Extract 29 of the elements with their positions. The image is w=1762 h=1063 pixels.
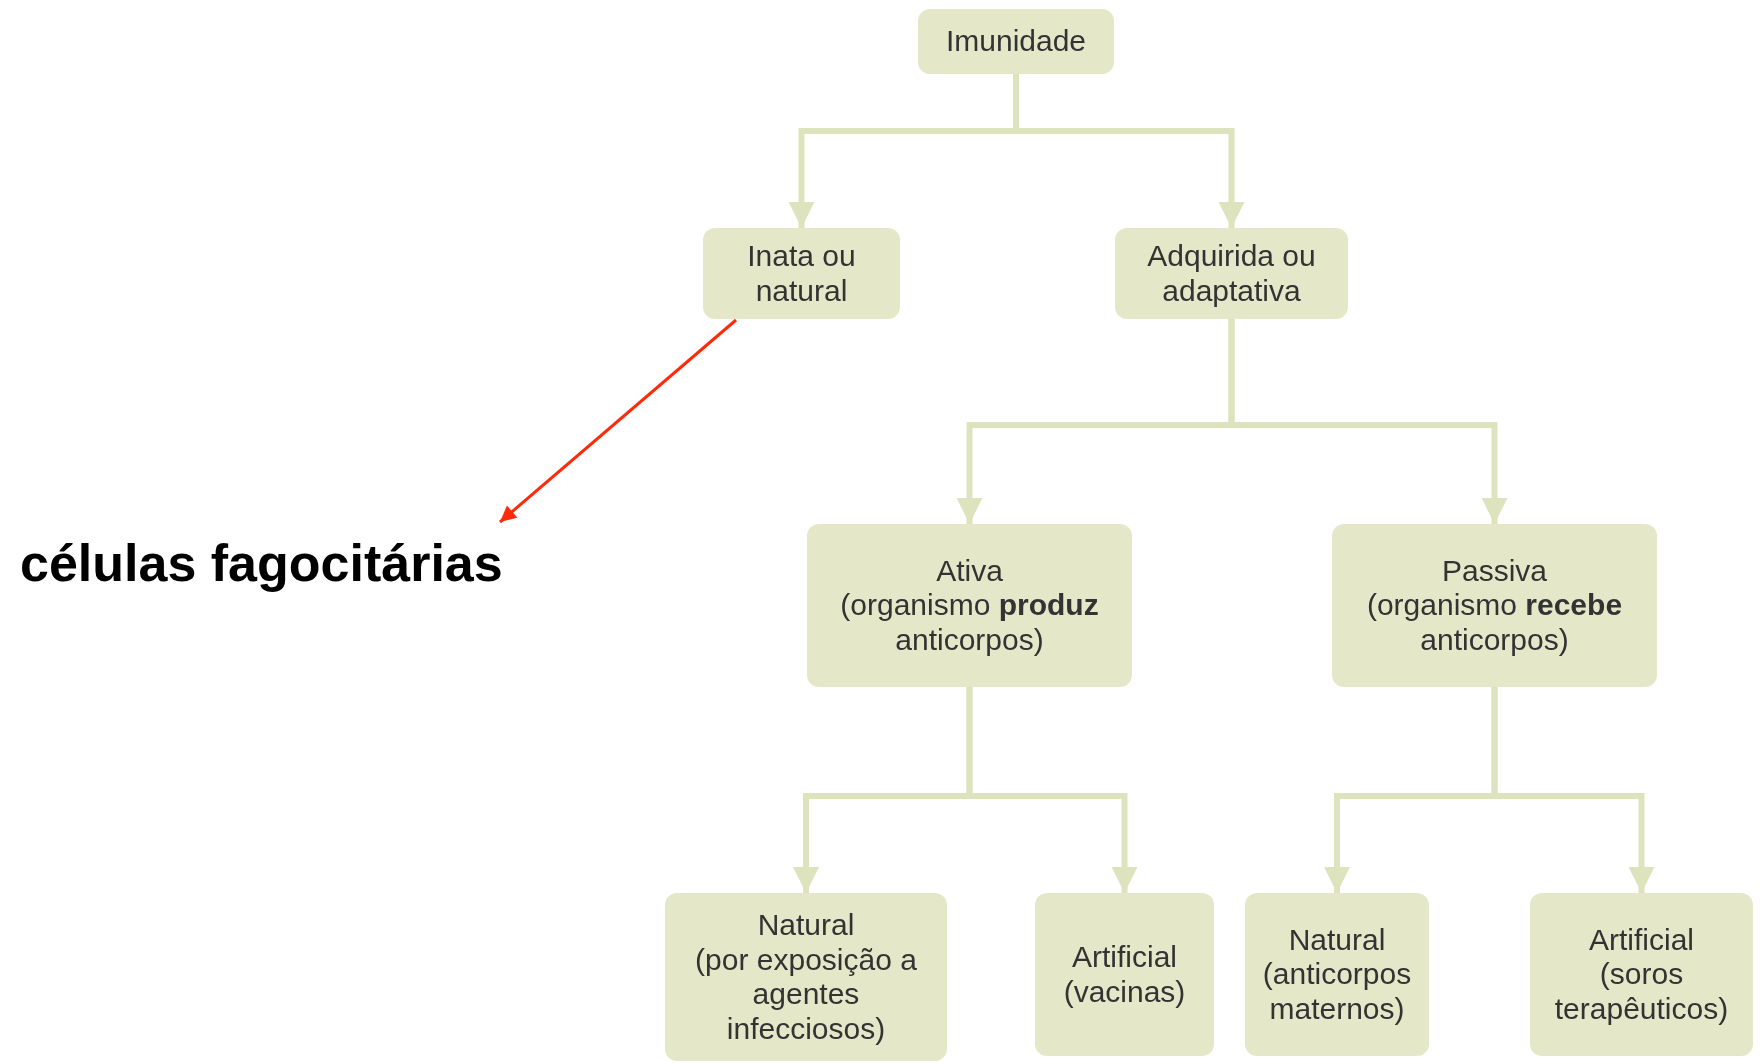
connector-arrow	[1491, 687, 1655, 893]
box-text: (vacinas)	[1063, 974, 1186, 1009]
category-box	[665, 893, 947, 1061]
connector-arrow	[1228, 319, 1508, 524]
box-heading: Passiva	[1441, 553, 1547, 589]
leader-arrow	[499, 318, 737, 524]
category-box	[1115, 228, 1348, 319]
category-box	[1245, 893, 1429, 1056]
category-box	[918, 9, 1114, 74]
box-text: Imunidade	[945, 24, 1087, 59]
category-box	[1332, 524, 1657, 687]
box-text: (organismo produz anticorpos)	[839, 588, 1100, 658]
box-heading: Artificial	[1072, 940, 1177, 975]
box-heading: Ativa	[936, 553, 1003, 589]
box-heading: Natural	[757, 908, 855, 943]
category-box	[1530, 893, 1753, 1056]
connector-arrow	[966, 687, 1138, 893]
box-text: (anticorpos maternos)	[1261, 957, 1413, 1027]
category-box	[1035, 893, 1214, 1056]
box-text: Adquirida ou adaptativa	[1146, 239, 1317, 308]
category-box	[807, 524, 1132, 687]
caption-text: células fagocitárias	[20, 534, 503, 594]
box-text: (organismo recebe anticorpos)	[1365, 588, 1624, 658]
box-heading: Natural	[1288, 922, 1386, 958]
category-box	[703, 228, 900, 319]
box-heading: Artificial	[1589, 922, 1694, 958]
box-text: (soros terapêuticos)	[1553, 957, 1730, 1027]
box-text: (por exposição a agentes infecciosos)	[694, 942, 918, 1046]
box-text: Inata ou natural	[746, 239, 857, 308]
